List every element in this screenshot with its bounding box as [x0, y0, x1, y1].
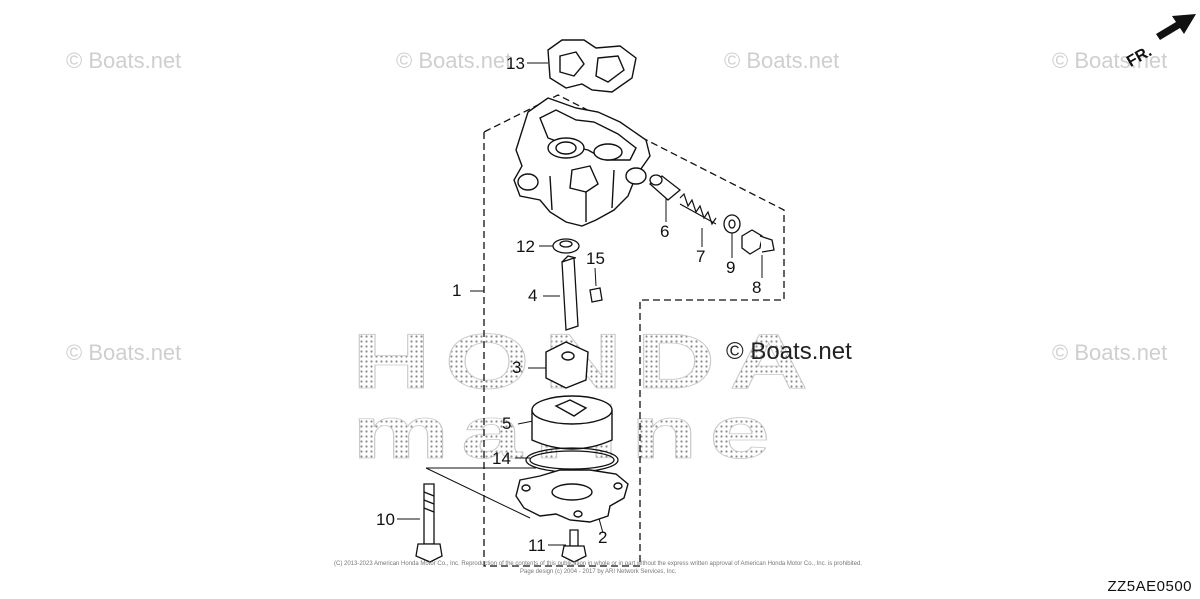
callout-3: 3 [512, 358, 522, 377]
part-15-dowel-pin [589, 287, 603, 303]
diagram-code: ZZ5AE0500 [1107, 578, 1192, 595]
callout-11: 11 [528, 536, 546, 555]
part-11-flange-bolt [561, 529, 587, 563]
watermark-diagram: © Boats.net [726, 338, 852, 365]
watermark-mid-left: © Boats.net [66, 340, 182, 365]
watermark-top-center: © Boats.net [396, 48, 512, 73]
callout-7: 7 [696, 247, 706, 266]
callout-13: 13 [506, 54, 525, 73]
part-8-plug-bolt [741, 229, 775, 255]
part-2-pump-cover [515, 469, 629, 523]
callout-5: 5 [502, 414, 512, 433]
part-12-oil-seal [552, 238, 580, 254]
part-3-inner-rotor [545, 341, 589, 389]
watermark-top-left: © Boats.net [66, 48, 182, 73]
callout-9: 9 [726, 258, 736, 277]
callout-1: 1 [452, 281, 462, 300]
part-1-pump-housing [513, 97, 651, 227]
callout-4: 4 [528, 286, 538, 305]
brand-watermark-line2: marine [352, 391, 782, 474]
front-direction-arrow-icon [1156, 14, 1196, 40]
callout-14: 14 [492, 449, 511, 468]
part-9-washer [723, 214, 741, 234]
callout-8: 8 [752, 278, 762, 297]
part-4-pump-shaft [561, 255, 579, 331]
leader-lines [397, 62, 763, 546]
watermark-top-right: © Boats.net [1052, 48, 1168, 73]
watermark-top-mid-right: © Boats.net [724, 48, 840, 73]
part-10-flange-bolt [415, 483, 443, 563]
watermark-mid-right: © Boats.net [1052, 340, 1168, 365]
brand-watermark-line1: HONDA [352, 317, 822, 405]
part-7-spring [679, 192, 717, 226]
callout-10: 10 [376, 510, 395, 529]
callout-15: 15 [586, 249, 605, 268]
callout-2: 2 [598, 528, 608, 547]
callout-12: 12 [516, 237, 535, 256]
part-6-relief-valve [648, 174, 682, 201]
part-5-outer-rotor [531, 395, 613, 450]
part-13-gasket [547, 39, 637, 93]
copyright-line-2: Page design (c) 2004 - 2017 by ARI Netwo… [520, 569, 677, 575]
callout-6: 6 [660, 222, 670, 241]
copyright-line-1: (C) 2013-2023 American Honda Motor Co., … [334, 561, 862, 567]
honda-marine-watermark: HONDA marine [352, 317, 822, 475]
